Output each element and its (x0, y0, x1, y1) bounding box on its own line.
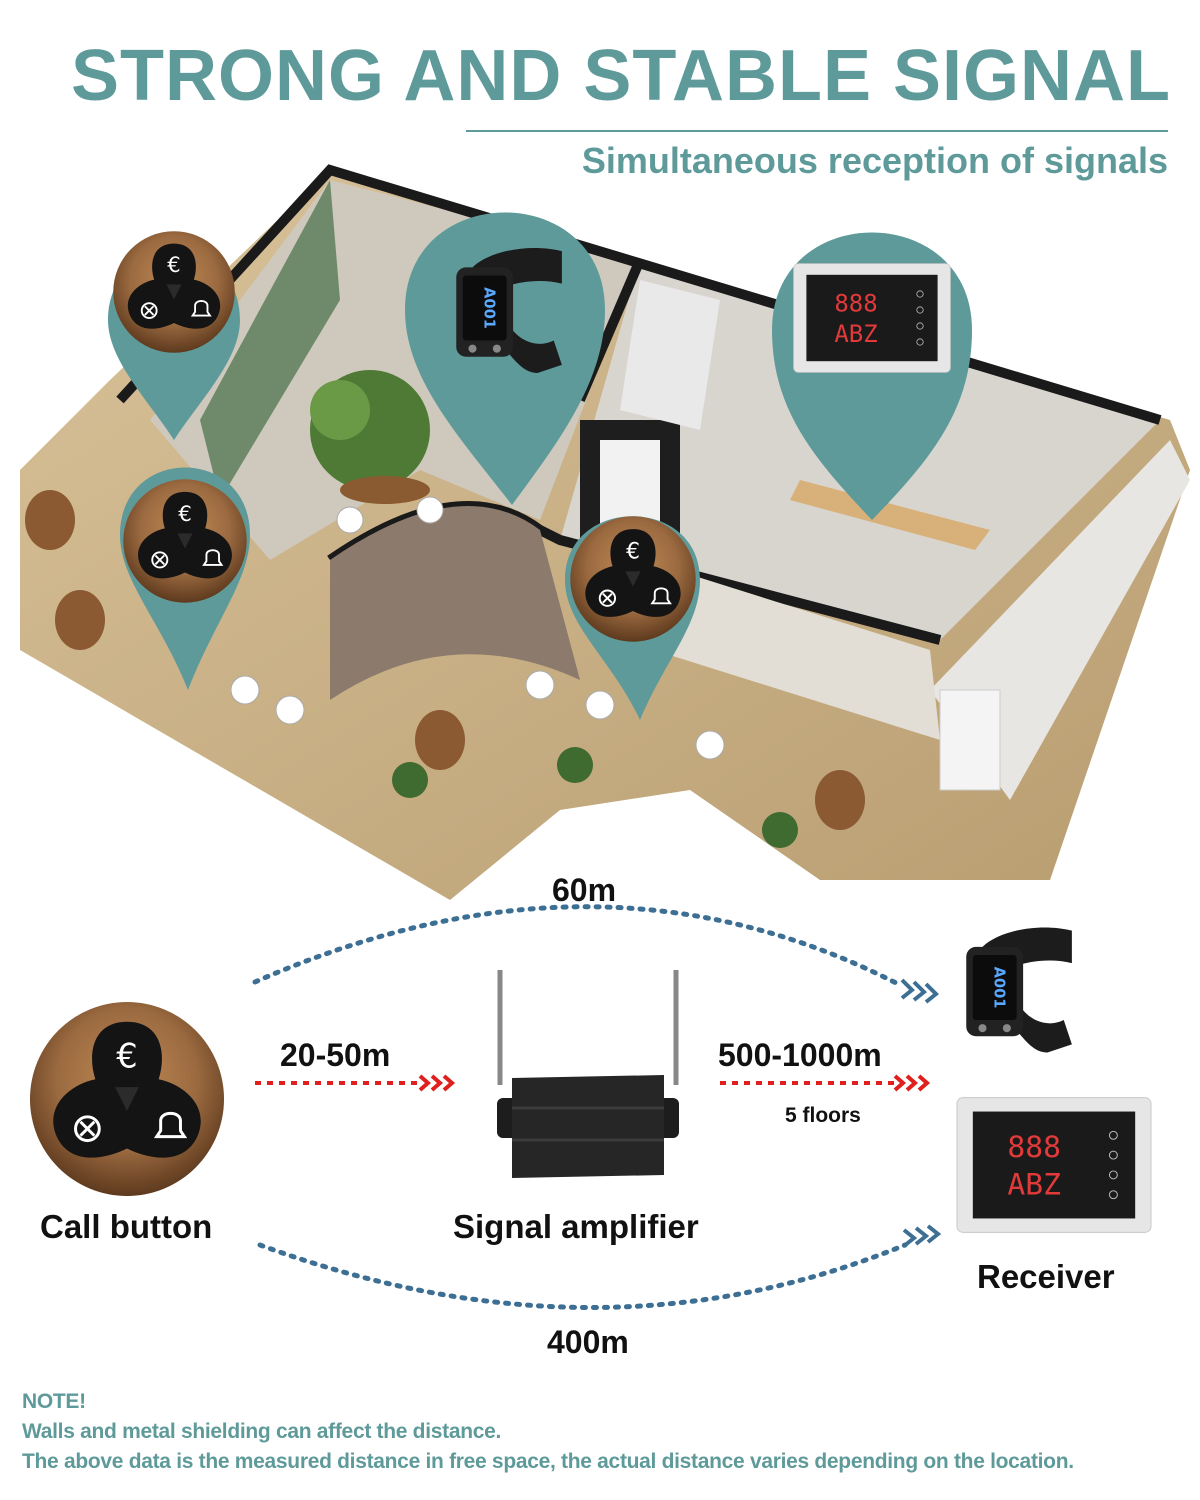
pin-call-button-3 (565, 515, 700, 720)
arc-arrow-top (900, 978, 939, 1004)
label-receiver: Receiver (977, 1258, 1115, 1295)
page-title: STRONG AND STABLE SIGNAL (71, 36, 1171, 116)
floors-label: 5 floors (785, 1104, 861, 1127)
page-subtitle: Simultaneous reception of signals (581, 140, 1168, 181)
receiver-icon (793, 263, 951, 373)
amplifier-icon (497, 970, 679, 1178)
signal-diagram (28, 904, 1152, 1310)
label-call-button: Call button (40, 1208, 213, 1245)
call-button-icon (569, 515, 697, 643)
pin-call-button-1 (108, 230, 240, 440)
arc-400m (257, 1242, 908, 1310)
pin-call-button-2 (120, 467, 250, 690)
note-line-2: The above data is the measured distance … (22, 1450, 1074, 1473)
distance-60m: 60m (552, 872, 617, 908)
distance-500-1000m: 500-1000m (718, 1037, 882, 1073)
receiver-large-icon (956, 1097, 1152, 1233)
note-heading: NOTE! (22, 1390, 86, 1413)
distance-400m: 400m (547, 1324, 629, 1360)
call-button-icon (122, 478, 248, 604)
arc-60m (252, 904, 903, 988)
arc-arrow-bottom (902, 1224, 942, 1248)
watch-large-icon (966, 927, 1072, 1053)
pin-receiver (772, 232, 972, 520)
call-button-icon (112, 230, 236, 354)
note-line-1: Walls and metal shielding can affect the… (22, 1420, 502, 1443)
distance-20-50m: 20-50m (280, 1037, 391, 1073)
call-button-large-icon (28, 1000, 226, 1198)
title-divider (466, 130, 1168, 132)
pin-watch (405, 212, 605, 505)
label-signal-amplifier: Signal amplifier (453, 1208, 699, 1245)
